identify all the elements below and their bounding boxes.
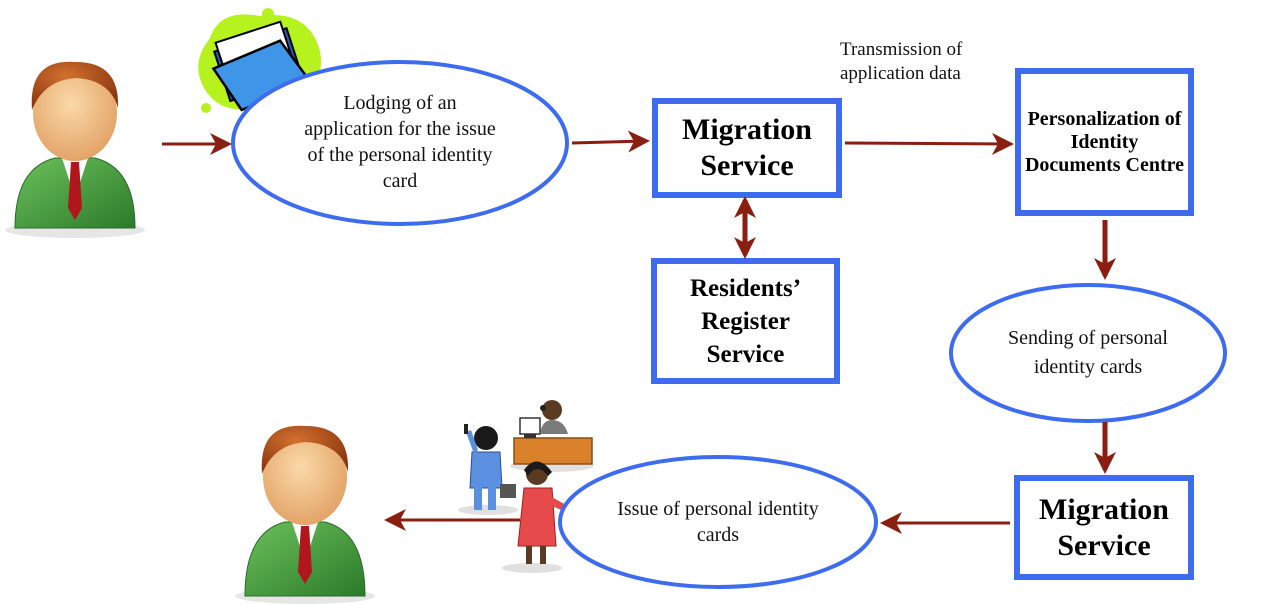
recipient-person-icon — [235, 425, 375, 604]
migration-service-top-label: Migration Service — [682, 113, 812, 182]
arrow-migration-to-personalization — [844, 132, 1014, 155]
sending-cards-ellipse — [949, 283, 1227, 423]
issue-cards-ellipse — [558, 455, 878, 589]
applicant-person-icon — [5, 61, 145, 238]
residents-register-box — [651, 258, 840, 384]
lodging-label: Lodging of an application for the issue … — [304, 92, 496, 192]
issue-cards-label: Issue of personal identity cards — [617, 498, 819, 546]
migration-service-bottom-box — [1014, 475, 1194, 580]
migration-service-bottom-label: Migration Service — [1039, 492, 1169, 562]
lodging-ellipse — [231, 60, 569, 226]
transmission-label: Transmission of application data — [840, 39, 963, 84]
personalization-centre-box — [1015, 68, 1194, 216]
migration-service-top-box — [652, 98, 842, 198]
sending-cards-label: Sending of personal identity cards — [1008, 327, 1168, 378]
office-workers-clipart — [458, 400, 603, 573]
personalization-centre-label: Personalization of Identity Documents Ce… — [1024, 107, 1185, 176]
arrow-lodging-to-migration — [571, 130, 650, 153]
residents-register-label: Residents’ Register Service — [689, 274, 802, 368]
